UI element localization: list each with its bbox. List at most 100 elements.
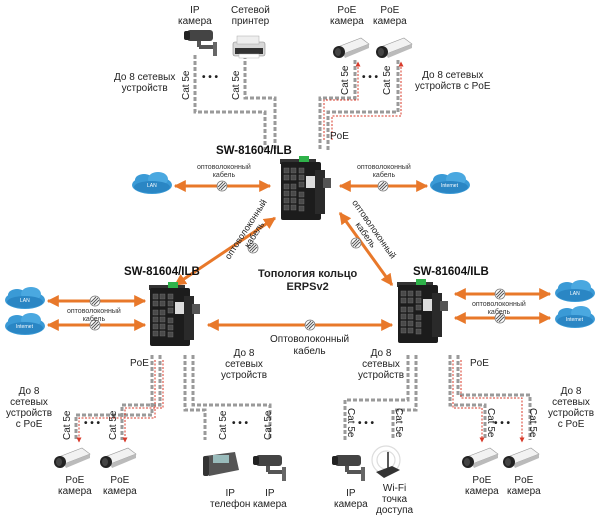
- wifi-line2: точка: [381, 494, 408, 505]
- br-poe-note-line2: сетевых: [552, 397, 590, 408]
- bottom-left-cables: [74, 355, 272, 440]
- ring-title-line2: ERPSv2: [286, 281, 329, 293]
- bottom-right-cables: [343, 355, 532, 440]
- svg-text:LAN: LAN: [147, 183, 157, 189]
- switch-right-model: SW-81604/ILB: [413, 266, 489, 278]
- bl-poe-note-line1: До 8: [18, 386, 40, 397]
- switch-left-icon: [148, 281, 201, 347]
- ip-phone-line1: IP: [225, 488, 235, 499]
- poe-camera-top-2-icon: [375, 37, 413, 59]
- cat5e-bl-4: Cat 5e: [263, 410, 274, 440]
- dots-bottom-3: • • •: [358, 418, 375, 429]
- fiber-label-right-l1: оптоволоконный: [472, 301, 526, 308]
- cloud-top-right-internet: Internet: [430, 172, 470, 194]
- poe-camera-br-1-line2: камера: [465, 486, 499, 497]
- poe-camera-bl-2-icon: [99, 447, 137, 469]
- switch-left-model: SW-81604/ILB: [124, 266, 200, 278]
- fiber-ring-right: [338, 212, 394, 286]
- cloud-top-left-lan: LAN: [132, 172, 172, 194]
- top-right-note-line1: До 8 сетевых: [422, 70, 484, 81]
- br-poe-note-line1: До 8: [560, 386, 582, 397]
- svg-text:Internet: Internet: [16, 324, 34, 330]
- br-note-line3: устройств: [358, 370, 405, 381]
- br-poe-note-line3: устройств: [548, 408, 595, 419]
- poe-camera-br-2-icon: [502, 447, 540, 469]
- svg-text:Internet: Internet: [566, 317, 584, 323]
- poe-camera-top-1-line1: PoE: [337, 5, 357, 16]
- switch-top-icon: [279, 155, 332, 221]
- ip-camera-top-line1: IP: [190, 5, 200, 16]
- ring-title-line1: Топология кольцо: [258, 268, 358, 280]
- dots-bottom-4: • • •: [494, 418, 511, 429]
- ip-phone-line2: телефон: [210, 499, 251, 510]
- switch-right-icon: [396, 278, 449, 344]
- poe-camera-bl-2-line1: PoE: [110, 475, 130, 486]
- bl-poe-note-line3: устройств: [6, 408, 53, 419]
- poe-camera-bl-1-line2: камера: [58, 486, 92, 497]
- fiber-label-top-left-l2: кабель: [212, 172, 236, 179]
- poe-label-bottom-left: PoE: [130, 358, 149, 369]
- cat5e-top-4: Cat 5e: [382, 65, 393, 95]
- poe-camera-bl-1-icon: [53, 447, 91, 469]
- poe-camera-br-2-line1: PoE: [514, 475, 534, 486]
- cat5e-top-2: Cat 5e: [231, 70, 242, 100]
- fiber-label-ring-bottom-l1: Оптоволоконный: [270, 334, 350, 345]
- dots-bottom-1: • • •: [84, 418, 101, 429]
- top-left-note-line1: До 8 сетевых: [114, 72, 176, 83]
- top-right-poe-lines: [323, 61, 404, 140]
- cat5e-top-3: Cat 5e: [340, 65, 351, 95]
- cloud-right-lan: LAN: [555, 280, 595, 302]
- printer-line1: Сетевой: [231, 5, 270, 16]
- br-note-line2: сетевых: [362, 359, 400, 370]
- ip-camera-top-icon: [184, 30, 217, 56]
- fiber-ring-left: [174, 216, 276, 287]
- top-left-cables: [193, 55, 277, 150]
- ip-camera-br-icon: [332, 455, 365, 481]
- bl-note-line2: сетевых: [225, 359, 263, 370]
- bottom-left-poe-lines: [76, 360, 164, 443]
- poe-camera-top-1-icon: [332, 37, 370, 59]
- dots-bottom-2: • • •: [232, 418, 249, 429]
- cloud-left-lan: LAN: [5, 287, 45, 309]
- fiber-label-left-l2: кабель: [82, 316, 106, 323]
- top-left-note-line2: устройств: [121, 83, 168, 94]
- ip-phone-icon: [203, 452, 239, 476]
- ip-camera-br-line1: IP: [346, 488, 356, 499]
- wifi-line3: доступа: [376, 505, 414, 516]
- ip-camera-br-line2: камера: [334, 499, 368, 510]
- top-right-note-line2: устройств с PoE: [415, 81, 491, 92]
- cat5e-bl-1: Cat 5e: [62, 410, 73, 440]
- bottom-right-poe-lines: [452, 360, 525, 443]
- fiber-label-ring-bottom-l2: кабель: [293, 346, 326, 357]
- poe-label-top: PoE: [330, 131, 349, 142]
- ip-camera-bl-icon: [253, 455, 286, 481]
- bl-poe-note-line4: с PoE: [15, 419, 43, 430]
- svg-text:Internet: Internet: [441, 183, 459, 189]
- fiber-label-right-l2: кабель: [487, 309, 511, 316]
- bl-note-line1: До 8: [233, 348, 255, 359]
- cat5e-br-2: Cat 5e: [393, 408, 404, 438]
- ip-camera-top-line2: камера: [178, 16, 212, 27]
- ip-camera-bl-line1: IP: [265, 488, 275, 499]
- switch-top-model: SW-81604/ILB: [216, 145, 292, 157]
- top-right-cables: [318, 60, 400, 150]
